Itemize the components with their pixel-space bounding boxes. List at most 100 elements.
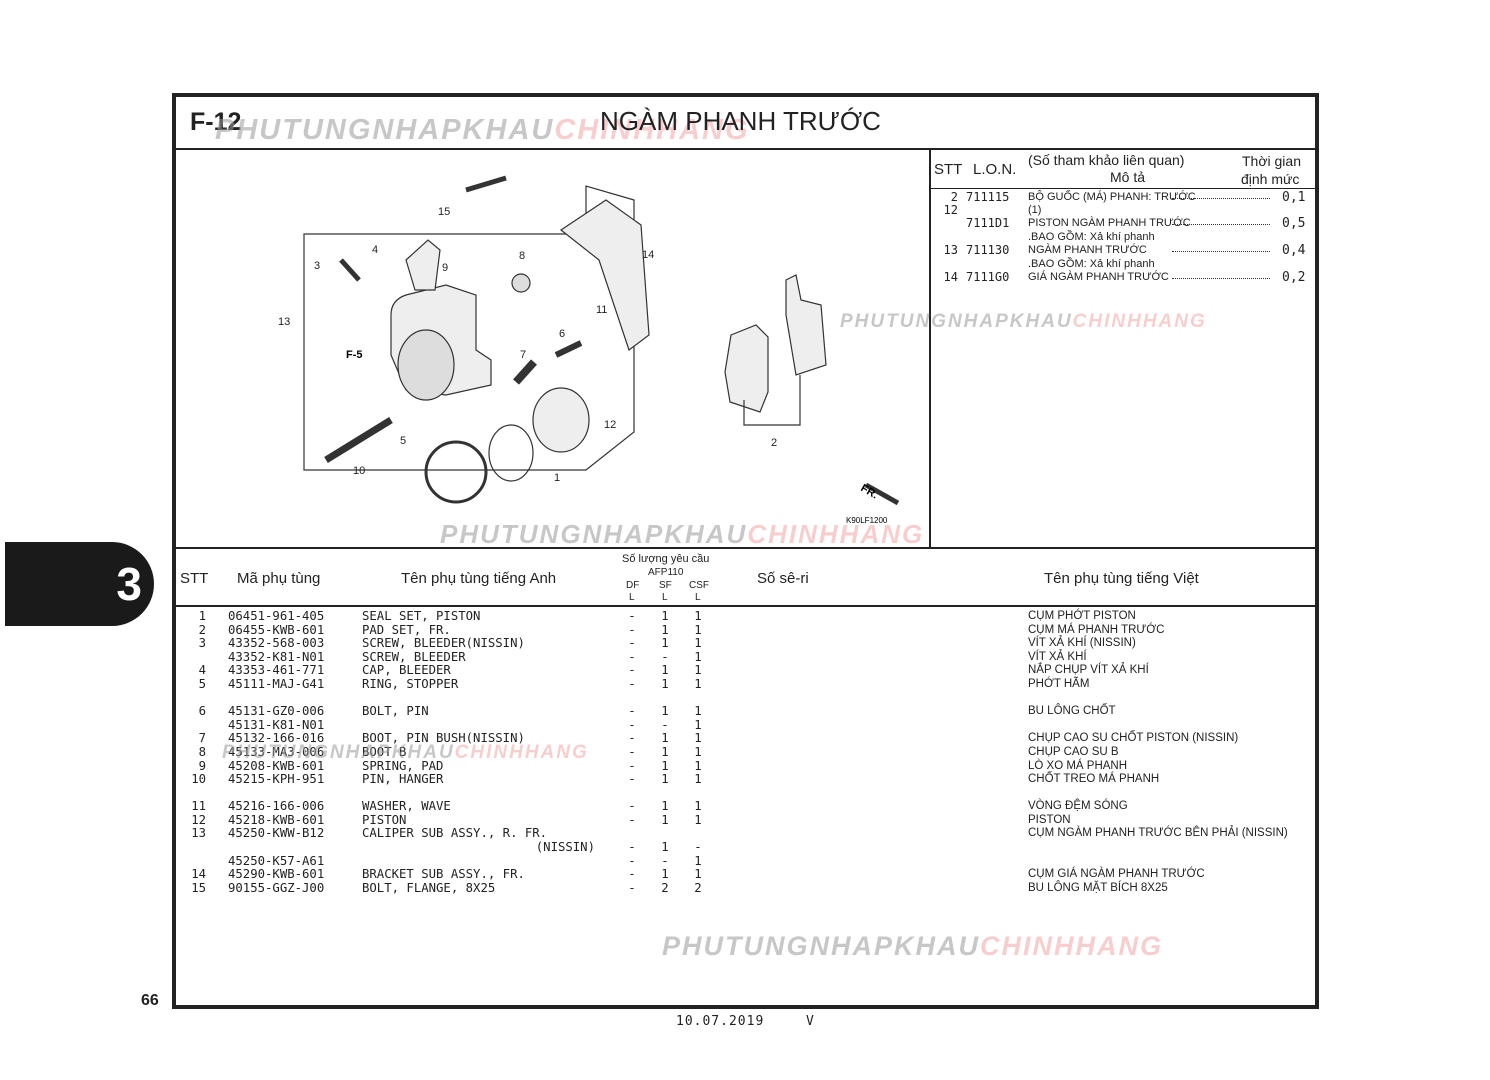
labor-lon: 7111D1 — [966, 216, 1010, 230]
row-stt: 3 — [198, 636, 206, 651]
col-sf-l: L — [662, 592, 668, 603]
page-number: 66 — [141, 992, 159, 1009]
labor-time: 0,5 — [1282, 216, 1306, 231]
labor-desc: (1) — [1028, 204, 1042, 216]
watermark: PHUTUNGNHAPKHAUCHINHHANG — [840, 311, 1207, 332]
col-stt: STT — [180, 570, 209, 587]
hanger-pin — [324, 417, 393, 463]
brake-pad-left — [724, 324, 769, 413]
bracket — [559, 199, 650, 351]
row-part-number: 45131-K81-N01 — [228, 717, 325, 732]
labor-time: 0,2 — [1282, 270, 1306, 285]
row-stt: 6 — [198, 704, 206, 719]
row-part-number: 43352-568-003 — [228, 636, 325, 651]
col-serial: Số sê-ri — [757, 570, 809, 587]
section-code: F-12 — [190, 108, 242, 136]
row-english-text: WASHER, WAVE — [362, 799, 451, 814]
row-vietnamese-name: CỤM MÁ PHANH TRƯỚC — [1028, 623, 1165, 636]
row-qty-csf: 1 — [694, 717, 702, 732]
row-qty-df: - — [628, 812, 636, 827]
row-qty-df: - — [628, 609, 636, 623]
row-english-text: SCREW, BLEEDER(NISSIN) — [362, 636, 525, 651]
pad-spring — [405, 239, 441, 291]
callout-8: 8 — [519, 250, 525, 262]
row-vietnamese-name: CHỤP CAO SU B — [1028, 745, 1119, 758]
row-english-text: PISTON — [362, 812, 407, 827]
labor-header-lon: L.O.N. — [973, 161, 1017, 178]
callout-3: 3 — [314, 260, 320, 272]
col-df: DF — [626, 580, 640, 591]
flange-bolt — [465, 175, 507, 193]
col-part-number: Mã phụ tùng — [237, 570, 321, 587]
row-qty-csf: 1 — [694, 609, 702, 623]
row-qty-sf: 1 — [661, 799, 669, 814]
labor-stt: 13 — [943, 243, 958, 257]
reference-f5: F-5 — [346, 349, 363, 361]
labor-stt: 14 — [943, 270, 958, 284]
bleeder-screw — [339, 258, 361, 282]
row-qty-sf: 1 — [661, 622, 669, 637]
row-stt: 14 — [191, 867, 206, 882]
row-qty-df: - — [628, 649, 636, 664]
watermark: PHUTUNGNHAPKHAUCHINHHANG — [662, 931, 1163, 961]
callout-1: 1 — [554, 472, 560, 484]
row-vietnamese-name: CHỤP CAO SU CHỐT PISTON (NISSIN) — [1028, 732, 1239, 745]
row-part-number: 06455-KWB-601 — [228, 622, 325, 637]
row-english-text: CALIPER SUB ASSY., R. FR. — [362, 826, 548, 841]
row-vietnamese-name: CỤM PHỚT PISTON — [1028, 610, 1136, 622]
table-header-divider — [174, 605, 1317, 607]
footer-date: 10.07.2019 — [676, 1014, 765, 1029]
row-qty-sf: 1 — [661, 758, 669, 773]
row-qty-df: - — [628, 704, 636, 719]
chapter-tab[interactable]: 3 — [5, 542, 154, 626]
row-part-number: 45208-KWB-601 — [228, 758, 325, 773]
row-part-number: 45250-K57-A61 — [228, 853, 325, 868]
row-english-text: BOOT, PIN BUSH(NISSIN) — [362, 731, 525, 746]
labor-desc: BỘ GUỐC (MÁ) PHANH: TRƯỚC — [1028, 191, 1196, 203]
row-qty-sf: 1 — [661, 704, 669, 719]
header-divider — [174, 148, 1317, 150]
row-qty-df: - — [628, 717, 636, 732]
row-vietnamese-name: LÒ XO MÁ PHANH — [1028, 759, 1128, 772]
row-vietnamese-name: BU LÔNG MẶT BÍCH 8X25 — [1028, 881, 1168, 894]
row-stt: 7 — [198, 731, 206, 746]
col-quantity: Số lượng yêu cầu — [622, 553, 710, 565]
row-english-text: BOOT B — [362, 744, 407, 759]
row-vietnamese-name: CỤM NGÀM PHANH TRƯỚC BÊN PHẢI (NISSIN) — [1028, 827, 1288, 840]
labor-leader — [1172, 251, 1270, 252]
row-stt: 12 — [191, 812, 206, 827]
footer-version: V — [806, 1014, 814, 1029]
chapter-number: 3 — [116, 558, 142, 610]
row-stt: 13 — [191, 826, 206, 841]
labor-lon: 711115 — [966, 190, 1010, 204]
exploded-parts-diagram: F-5 FR. K90LF1200 1 2 3 4 5 6 7 8 9 10 1… — [278, 175, 900, 525]
col-sf: SF — [659, 580, 672, 591]
row-qty-csf: 1 — [694, 744, 702, 759]
row-part-number: 45111-MAJ-G41 — [228, 677, 325, 691]
table-row: (NISSIN)-1- — [176, 840, 1316, 854]
row-stt: 10 — [191, 772, 206, 787]
row-english-text: (NISSIN) — [535, 840, 595, 854]
pin-bolt — [513, 359, 537, 385]
row-qty-csf: 1 — [694, 636, 702, 651]
callout-10: 10 — [353, 465, 365, 477]
row-qty-sf: 2 — [661, 880, 669, 895]
row-stt: 9 — [198, 758, 206, 773]
row-part-number: 45218-KWB-601 — [228, 812, 325, 827]
row-vietnamese-name: VÒNG ĐỆM SÓNG — [1028, 800, 1128, 813]
labor-header-divider — [931, 188, 1315, 189]
row-english-text: RING, STOPPER — [362, 677, 459, 691]
row-qty-df: - — [628, 677, 636, 691]
row-qty-df: - — [628, 853, 636, 868]
row-qty-csf: 1 — [694, 663, 702, 678]
row-part-number: 45216-166-006 — [228, 799, 325, 814]
row-qty-csf: 1 — [694, 622, 702, 637]
